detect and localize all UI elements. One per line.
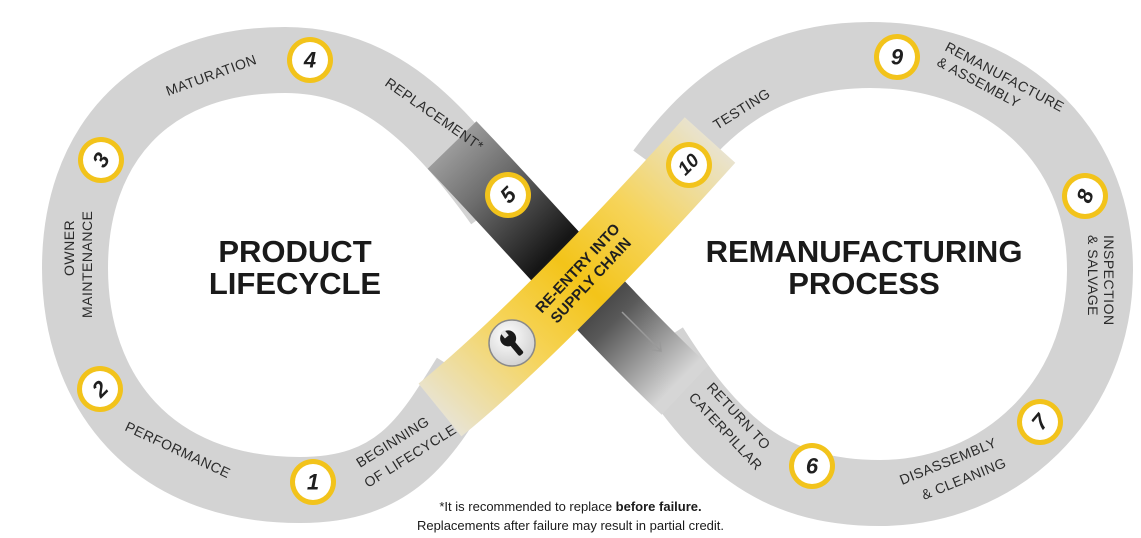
step-2-badge: 2: [77, 366, 123, 412]
left-loop-track: [41, 26, 525, 524]
step-6-number: 6: [806, 454, 819, 479]
left-title: PRODUCT LIFECYCLE: [209, 234, 381, 301]
svg-text:PROCESS: PROCESS: [788, 266, 940, 301]
footnote-line-2: Replacements after failure may result in…: [416, 518, 725, 533]
footnote: *It is recommended to replace before fai…: [0, 497, 1141, 535]
step-8-label-line-1: INSPECTION: [1101, 235, 1117, 326]
step-10-badge: 10: [666, 142, 712, 188]
step-4-badge: 4: [287, 37, 333, 83]
step-8-badge: 8: [1062, 173, 1108, 219]
step-9-number: 9: [891, 45, 904, 70]
step-7-badge: 7: [1017, 399, 1063, 445]
step-3-label-line-2: MAINTENANCE: [79, 211, 95, 318]
right-title: REMANUFACTURING PROCESS: [706, 234, 1023, 301]
wrench-icon: [488, 319, 536, 367]
step-3-badge: 3: [78, 137, 124, 183]
footnote-line-1: *It is recommended to replace before fai…: [0, 497, 1141, 516]
footnote-emphasis: before failure.: [615, 499, 702, 514]
svg-text:PRODUCT: PRODUCT: [218, 234, 371, 269]
step-5-badge: 5: [485, 172, 531, 218]
step-6-badge: 6: [789, 443, 835, 489]
footnote-prefix: *It is recommended to replace: [439, 499, 616, 514]
svg-text:LIFECYCLE: LIFECYCLE: [209, 266, 381, 301]
step-4-number: 4: [303, 48, 316, 73]
step-3-label-line-1: OWNER: [61, 220, 77, 276]
step-1-number: 1: [307, 470, 319, 495]
arrow-icon: [621, 311, 662, 352]
svg-text:REMANUFACTURING: REMANUFACTURING: [706, 234, 1023, 269]
step-1-badge: 1: [290, 459, 336, 505]
step-9-badge: 9: [874, 34, 920, 80]
step-8-label-line-2: & SALVAGE: [1085, 235, 1101, 316]
